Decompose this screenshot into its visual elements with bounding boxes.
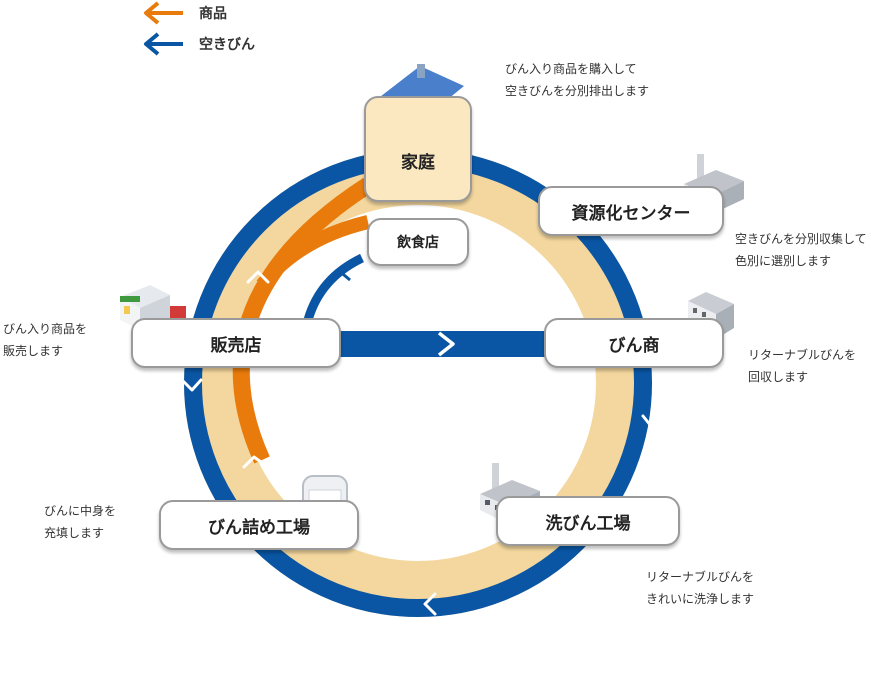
note-washing-line2: きれいに洗浄します [646, 592, 755, 606]
node-restaurant: 飲食店 [367, 218, 469, 266]
goods-chevron-icon [246, 270, 270, 284]
legend-empty-label: 空きびん [199, 37, 255, 53]
node-resource-center: 資源化センター [538, 186, 724, 236]
note-bottle-merchant: リターナブルびんを 回収します [748, 344, 856, 388]
note-washing-factory: リターナブルびんを きれいに洗浄します [646, 566, 754, 610]
note-washing-line1: リターナブルびんを [646, 570, 755, 584]
node-filling-factory-label: びん詰め工場 [208, 517, 310, 538]
note-home-line2: 空きびんを分別排出します [505, 84, 650, 98]
note-retail-line1: びん入り商品を [3, 322, 88, 336]
restaurant-return-arc [303, 253, 364, 322]
cycle-chevron-icon [632, 263, 647, 285]
legend-goods-label: 商品 [199, 6, 227, 22]
note-home-line1: びん入り商品を購入して [505, 62, 637, 76]
cycle-chevron-icon [512, 147, 527, 165]
node-restaurant-label: 飲食店 [397, 235, 439, 251]
note-resource-line1: 空きびんを分別収集して [735, 232, 867, 246]
note-merchant-line1: リターナブルびんを [748, 348, 857, 362]
node-home-label: 家庭 [401, 153, 435, 173]
note-home: びん入り商品を購入して 空きびんを分別排出します [505, 58, 649, 102]
cycle-chevron-icon [641, 414, 662, 428]
node-bottle-merchant: びん商 [544, 318, 724, 368]
note-resource-center: 空きびんを分別収集して 色別に選別します [735, 228, 867, 272]
note-resource-line2: 色別に選別します [735, 254, 832, 268]
goods-arc-outer [232, 177, 373, 464]
goods-chevron-icon [242, 455, 267, 469]
restaurant-return-arrowhead-icon [336, 260, 351, 282]
note-filling-line1: びんに中身を [44, 504, 117, 518]
legend-empty-arrow-icon [144, 32, 183, 56]
node-bottle-merchant-label: びん商 [608, 335, 660, 356]
node-retail-store-label: 販売店 [210, 335, 262, 356]
node-resource-center-label: 資源化センター [571, 203, 691, 224]
goods-chevron-icon [277, 287, 300, 301]
node-washing-factory-label: 洗びん工場 [545, 513, 631, 534]
node-washing-factory: 洗びん工場 [496, 496, 680, 546]
bar-chevron-icon [437, 331, 455, 357]
note-retail-line2: 販売します [3, 344, 64, 358]
cycle-chevron-icon [423, 592, 437, 616]
cycle-chevron-icon [180, 378, 203, 392]
node-filling-factory: びん詰め工場 [159, 500, 359, 550]
goods-arc-inner [256, 215, 370, 290]
legend-goods-arrow-icon [144, 1, 183, 25]
note-filling-factory: びんに中身を 充填します [44, 500, 116, 544]
note-filling-line2: 充填します [44, 526, 105, 540]
node-retail-store: 販売店 [131, 318, 341, 368]
note-merchant-line2: 回収します [748, 370, 809, 384]
node-home: 家庭 [364, 96, 472, 202]
cycle-chevron-icon [318, 142, 334, 162]
note-retail-store: びん入り商品を 販売します [3, 318, 87, 362]
